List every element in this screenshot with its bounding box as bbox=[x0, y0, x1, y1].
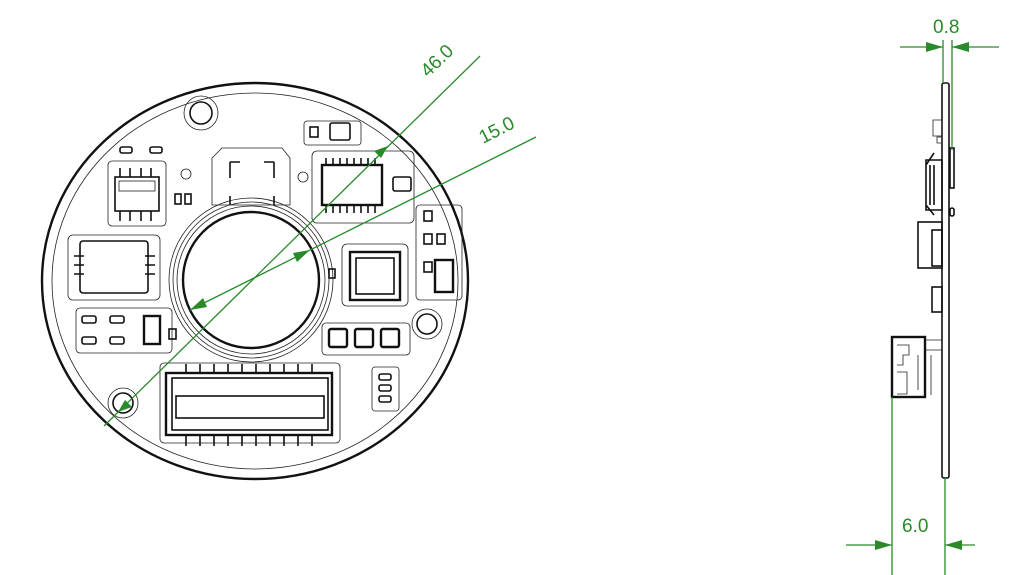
fpc-connector bbox=[159, 362, 341, 446]
inductor-left bbox=[67, 234, 161, 301]
side-view-pcb bbox=[890, 82, 955, 479]
dimension-label-46: 46.0 bbox=[417, 41, 458, 82]
dimension-label-6-0: 6.0 bbox=[902, 516, 928, 537]
center-hole bbox=[168, 197, 334, 363]
ic-left-upper bbox=[107, 160, 167, 227]
sensor-pad bbox=[211, 147, 291, 206]
mounting-hole-right bbox=[411, 308, 443, 340]
dimension-label-0-8: 0.8 bbox=[933, 17, 959, 38]
dimension-label-15: 15.0 bbox=[476, 113, 518, 149]
dimension-component-height: 6.0 bbox=[846, 397, 975, 575]
front-view-pcb bbox=[40, 81, 470, 481]
mounting-hole-top bbox=[183, 95, 219, 131]
side-connector bbox=[890, 335, 943, 399]
mounting-hole-bottom-left bbox=[107, 387, 139, 419]
ic-soic bbox=[311, 150, 415, 224]
dimension-board-thickness: 0.8 bbox=[900, 17, 999, 150]
board-inner-outline bbox=[51, 92, 459, 470]
square-sensor bbox=[341, 243, 409, 307]
board-outline bbox=[40, 81, 470, 481]
